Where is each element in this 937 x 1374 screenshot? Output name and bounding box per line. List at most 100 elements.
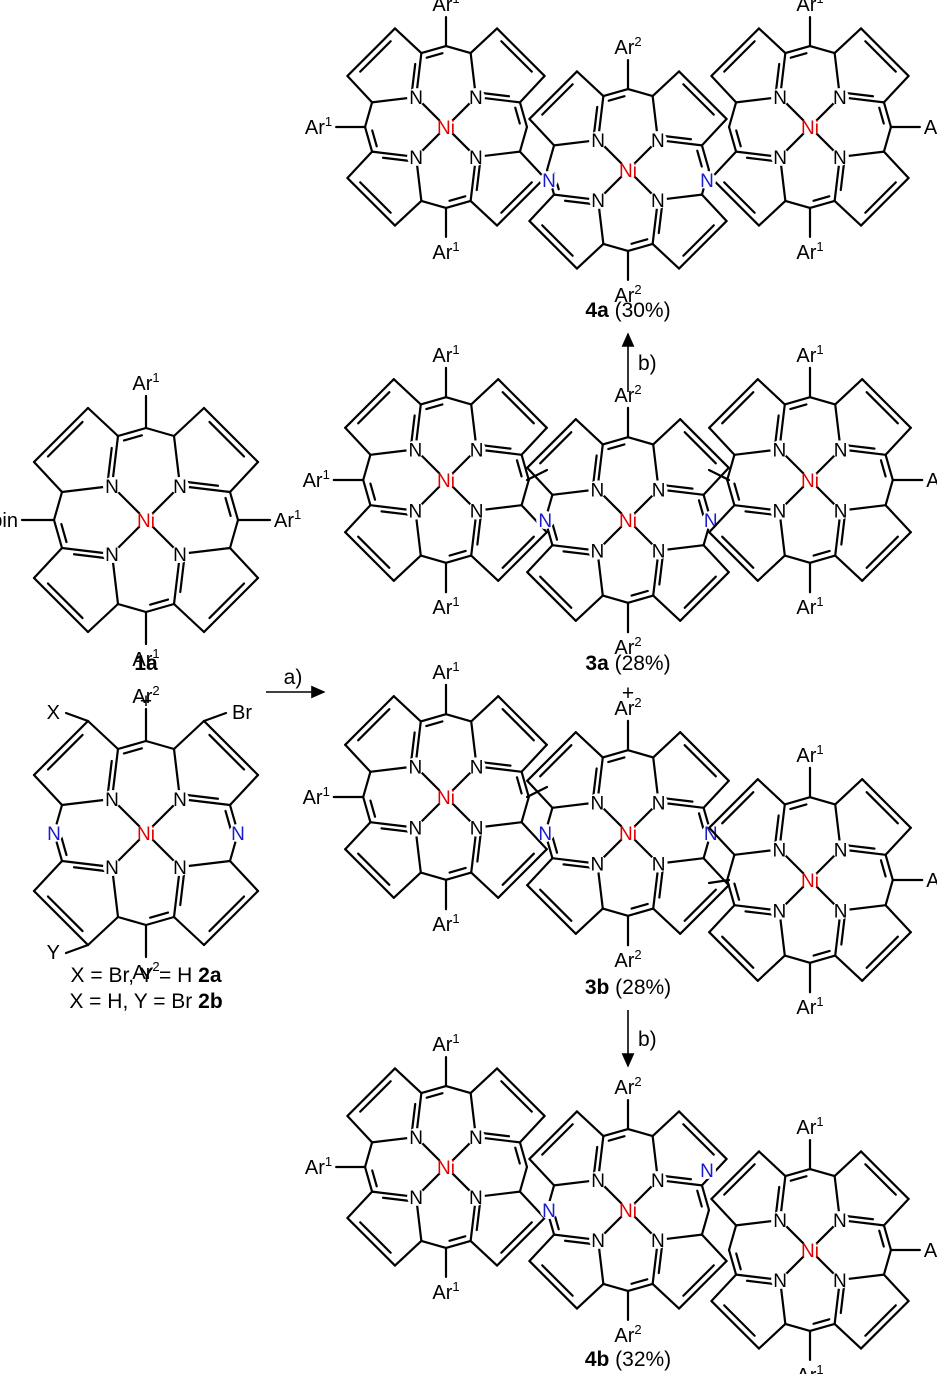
double-bond xyxy=(224,809,232,831)
bond xyxy=(497,378,548,429)
bond xyxy=(757,199,787,227)
double-bond xyxy=(607,95,626,102)
nitrogen-atom-mask xyxy=(171,477,189,495)
bond xyxy=(32,460,64,494)
nitrogen-atom: N xyxy=(773,1271,787,1292)
double-bond xyxy=(774,414,780,446)
double-bond xyxy=(539,744,573,778)
bond xyxy=(520,795,530,824)
bond xyxy=(444,554,473,564)
aza-nitrogen-left: N xyxy=(538,511,552,532)
bond xyxy=(784,44,812,55)
double-bond xyxy=(208,733,246,771)
bond xyxy=(574,907,604,935)
bond xyxy=(757,1150,787,1178)
bond xyxy=(756,954,786,982)
bond xyxy=(32,859,64,893)
bond xyxy=(626,594,655,604)
nitrogen-atom-mask xyxy=(648,190,667,209)
caption-4b: 4b (32%) xyxy=(585,1348,671,1371)
nitrogen-atom: N xyxy=(834,902,848,923)
nitrogen-atom: N xyxy=(651,131,665,152)
substituent-bottom: Ar2 xyxy=(614,1322,641,1347)
bond xyxy=(202,406,260,464)
double-bond xyxy=(657,1243,664,1275)
nitrogen-atom: N xyxy=(173,545,187,566)
double-bond xyxy=(592,767,598,799)
bond xyxy=(444,396,473,406)
bond xyxy=(32,576,90,634)
label-2a: 2a xyxy=(198,964,222,987)
nitrogen-atom-mask xyxy=(103,858,121,876)
substituent-bottom: Ar1 xyxy=(796,594,823,619)
double-bond xyxy=(840,914,846,946)
double-bond xyxy=(744,910,776,916)
x-substituent: X xyxy=(47,702,60,724)
double-bond xyxy=(479,1131,511,1138)
double-bond xyxy=(697,812,705,831)
bond xyxy=(362,770,372,799)
nitrogen-atom: N xyxy=(469,1128,483,1149)
nitrogen-atom-mask xyxy=(830,88,849,107)
double-bond xyxy=(541,224,574,257)
substituent-bottom: Ar1 xyxy=(432,239,459,264)
bond xyxy=(470,378,500,406)
caption-4a: 4a (30%) xyxy=(585,299,670,322)
bond xyxy=(727,1248,738,1276)
bond xyxy=(32,719,90,777)
substituent-top: Ar1 xyxy=(132,370,159,395)
nitrogen-atom: N xyxy=(409,1188,423,1209)
nickel-atom: Ni xyxy=(437,788,455,809)
bond xyxy=(86,602,120,634)
bond xyxy=(518,1165,529,1193)
nitrogen-atom-mask xyxy=(589,1230,608,1249)
bond xyxy=(677,1259,728,1310)
substituent-top: Ar2 xyxy=(614,34,641,59)
bond xyxy=(469,199,499,227)
bond xyxy=(528,1259,579,1310)
aza-nitrogen-right-mask xyxy=(701,824,720,842)
double-bond xyxy=(380,827,412,833)
double-bond xyxy=(721,391,755,425)
bond xyxy=(444,1239,472,1250)
double-bond xyxy=(563,1239,595,1246)
bond xyxy=(727,101,738,129)
double-bond xyxy=(359,181,392,214)
bond xyxy=(601,594,630,604)
bond xyxy=(228,546,260,580)
bond xyxy=(677,219,728,270)
bond xyxy=(228,773,260,807)
bond xyxy=(601,749,630,759)
bond xyxy=(861,931,912,982)
double-bond xyxy=(72,866,108,873)
bond xyxy=(526,466,554,496)
bond xyxy=(861,378,912,429)
double-bond xyxy=(879,859,887,878)
bond xyxy=(444,44,472,55)
bond xyxy=(833,199,863,227)
bond xyxy=(882,150,910,180)
double-bond xyxy=(658,867,664,899)
nitrogen-atom: N xyxy=(833,148,847,169)
double-bond xyxy=(122,434,144,442)
bond xyxy=(518,101,529,129)
substituent-right: Ar1 xyxy=(924,1237,937,1262)
nitrogen-atom: N xyxy=(591,542,605,563)
nickel-atom: Ni xyxy=(801,471,819,492)
nitrogen-atom-mask xyxy=(171,858,189,876)
nitrogen-atom: N xyxy=(409,1128,423,1149)
bond xyxy=(495,1067,546,1118)
caption-3b: 3b (28%) xyxy=(585,976,671,999)
double-bond xyxy=(541,83,574,116)
double-bond xyxy=(46,733,84,771)
bond xyxy=(144,915,176,927)
nitrogen-atom-mask xyxy=(588,480,607,499)
nitrogen-atom: N xyxy=(591,191,605,212)
bond xyxy=(882,1224,893,1252)
nitrogen-atom-mask xyxy=(467,501,486,520)
bond xyxy=(420,1239,448,1250)
double-bond xyxy=(682,224,715,257)
double-bond xyxy=(148,598,170,606)
